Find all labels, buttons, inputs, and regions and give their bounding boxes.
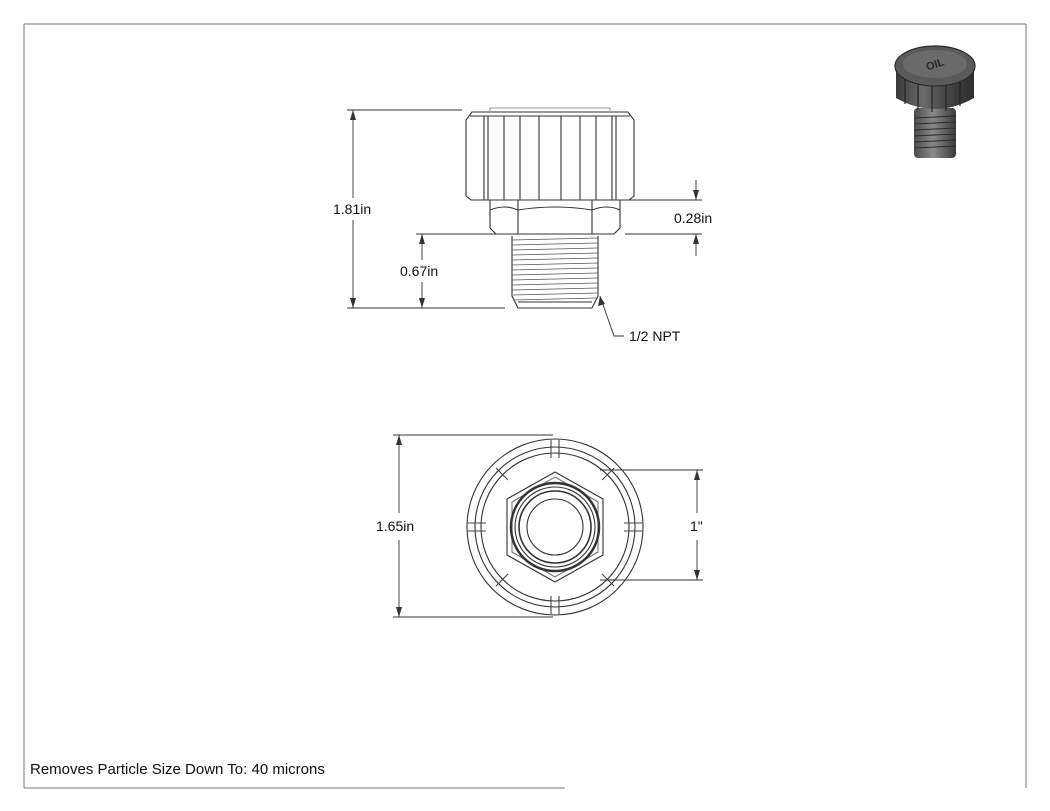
side-view-hex: [489, 200, 621, 235]
side-view-thread: [511, 236, 599, 309]
overall-height-label: 1.81in: [333, 201, 372, 217]
diameter-label: 1.65in: [376, 518, 415, 534]
top-view-knurl: [466, 438, 644, 616]
top-view-notches: [468, 440, 642, 614]
sheet-border: [23, 23, 1027, 789]
top-view-bore: [509, 481, 601, 573]
top-view-dimensions: [393, 434, 703, 618]
hex-height-label: 0.28in: [674, 210, 713, 226]
side-view-dimensions: [347, 109, 702, 337]
hex-size-label: 1": [690, 518, 703, 534]
particle-size-note: Removes Particle Size Down To: 40 micron…: [30, 761, 325, 778]
thread-callout: 1/2 NPT: [629, 328, 681, 344]
side-view-cap: [465, 107, 635, 201]
thumbnail-cap-text: OIL: [925, 56, 946, 73]
top-view: [466, 438, 644, 616]
side-view: [465, 107, 635, 309]
thread-length-label: 0.67in: [400, 263, 439, 279]
product-thumbnail: OIL: [894, 45, 976, 158]
top-view-hex: [506, 471, 604, 583]
